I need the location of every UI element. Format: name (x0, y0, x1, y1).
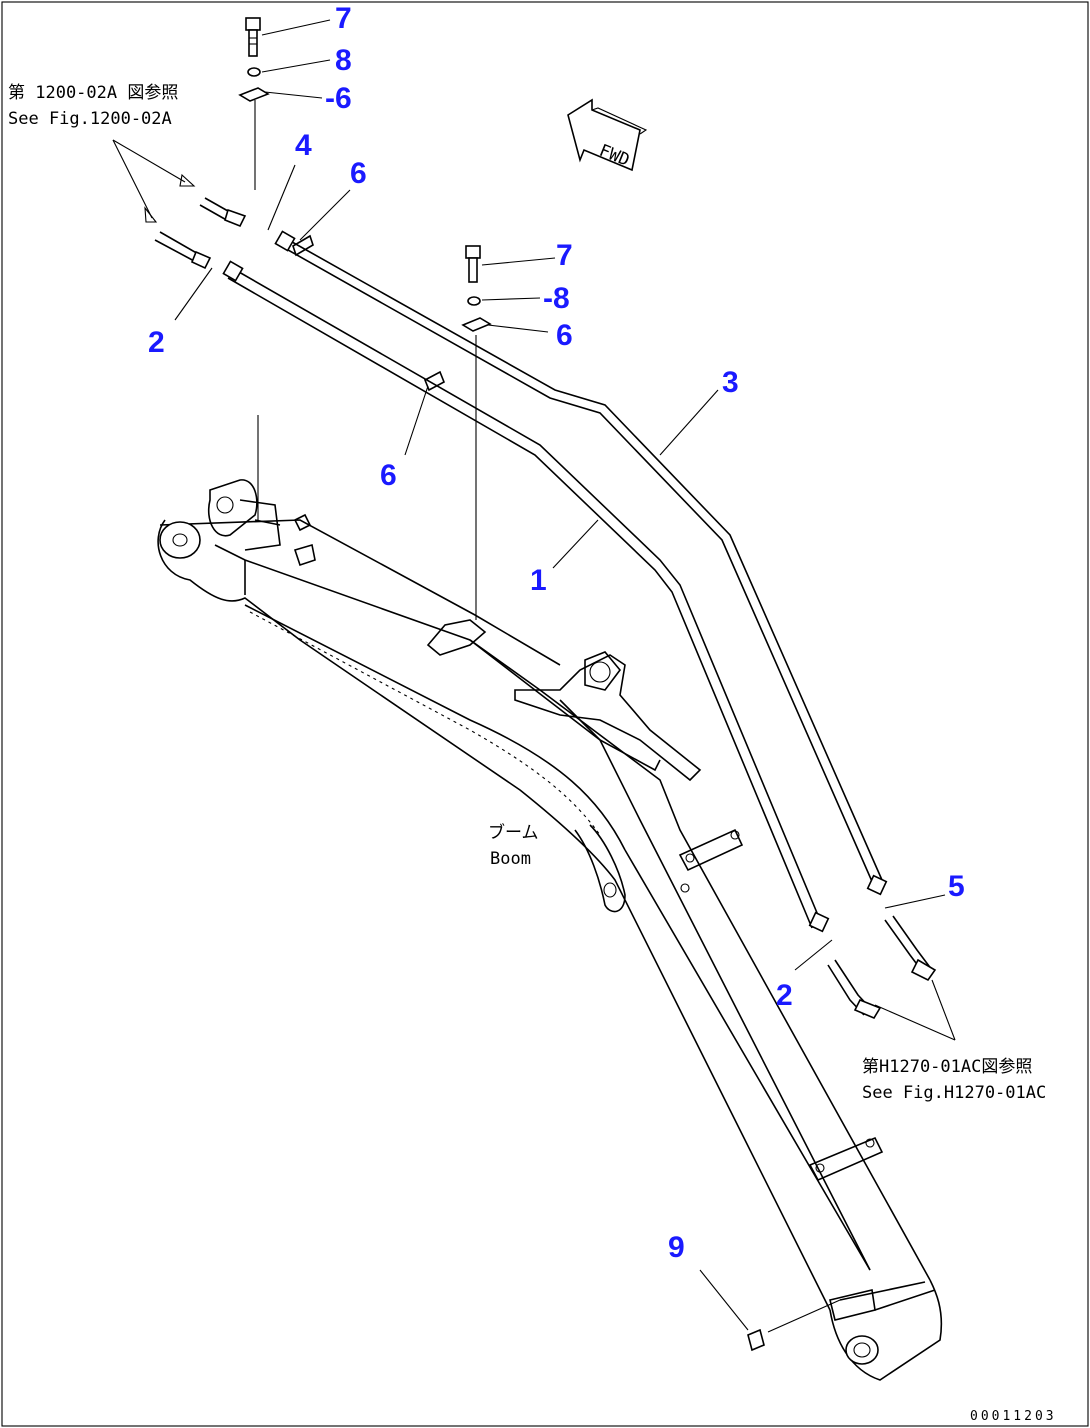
boom-label-jp: ブーム (488, 822, 539, 843)
hose-5 (884, 915, 937, 982)
pipe-1 (222, 260, 830, 933)
reference-note-bottom-jp: 第H1270-01AC図参照 (862, 1057, 1032, 1077)
callout-2-top: 2 (148, 326, 165, 359)
boom-label-en: Boom (490, 849, 531, 869)
boom (157, 479, 943, 1381)
callout-5: 5 (948, 870, 965, 903)
reference-note-top-en: See Fig.1200-02A (8, 109, 172, 129)
callout-6-mid: 6 (556, 319, 573, 352)
callout-8-mid: -8 (543, 282, 570, 315)
callout-1: 1 (530, 564, 547, 597)
clamp-6-top (238, 87, 270, 102)
washer-8-mid (467, 296, 481, 306)
reference-note-top-jp: 第 1200-02A 図参照 (8, 83, 178, 103)
leader-lines (112, 19, 956, 1333)
callout-2-bottom: 2 (776, 979, 793, 1012)
drawing-code: 00011203 (970, 1409, 1057, 1424)
hose-2-top (154, 197, 247, 270)
callout-6-pipe3: 6 (350, 157, 367, 190)
callout-7-mid: 7 (556, 239, 573, 272)
fwd-label: FWD (596, 141, 632, 171)
fwd-arrow: FWD (567, 98, 648, 172)
bolt-7-mid (465, 245, 481, 283)
callout-6-top: -6 (325, 82, 352, 115)
plug-9 (747, 1328, 765, 1352)
reference-note-bottom-en: See Fig.H1270-01AC (862, 1083, 1046, 1103)
pipe-3 (274, 230, 888, 896)
callout-4: 4 (295, 129, 312, 162)
washer-8-top (247, 67, 261, 77)
hose-2-bottom (827, 959, 882, 1020)
callout-7-top: 7 (335, 2, 352, 35)
callout-8-top: 8 (335, 44, 352, 77)
callout-6-pipe1: 6 (380, 459, 397, 492)
bolt-7-top (245, 17, 261, 57)
clamp-6-mid (461, 317, 492, 332)
callout-3: 3 (722, 366, 739, 399)
callout-9: 9 (668, 1231, 685, 1264)
